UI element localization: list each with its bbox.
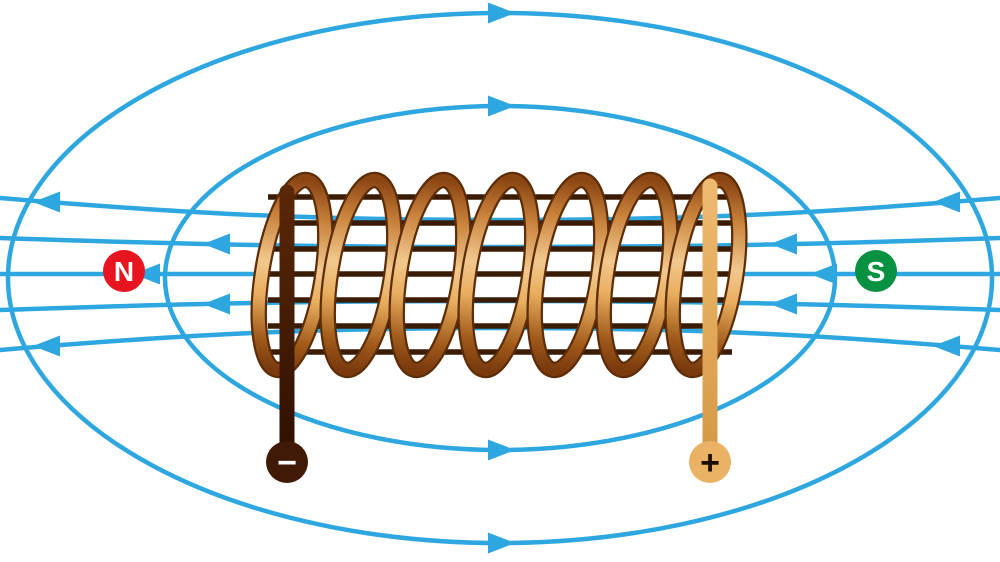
- field-arrow-left: [133, 263, 160, 285]
- field-arrow-left: [770, 293, 797, 315]
- north-pole-badge: N: [103, 250, 145, 292]
- south-pole-circle: [855, 250, 897, 292]
- positive-terminal-label: +: [700, 444, 720, 482]
- coil-turn: [390, 174, 470, 376]
- field-arrow-left: [933, 191, 960, 213]
- field-arrows-layer: [33, 2, 960, 554]
- field-arrow-right: [488, 439, 515, 461]
- field-arrow-left: [810, 263, 837, 285]
- field-arrow-right: [488, 95, 515, 117]
- field-arrow-left: [770, 233, 797, 255]
- coil-layer: [250, 171, 748, 379]
- coil-turn: [459, 174, 539, 376]
- positive-terminal: +: [689, 441, 731, 483]
- negative-terminal-label: −: [277, 444, 297, 482]
- coil-turn: [666, 174, 746, 376]
- field-arrow-left: [203, 233, 230, 255]
- field-line: [0, 235, 1000, 250]
- north-pole-circle: [103, 250, 145, 292]
- field-arrow-right: [488, 532, 515, 554]
- field-arrow-left: [33, 335, 60, 357]
- field-arrow-right: [488, 2, 515, 24]
- field-line: [0, 195, 1000, 223]
- coil-turn: [321, 174, 401, 376]
- negative-terminal-circle: [266, 441, 308, 483]
- field-arrow-left: [933, 335, 960, 357]
- field-arrow-left: [33, 191, 60, 213]
- coil-turn: [528, 174, 608, 376]
- field-arrow-left: [203, 293, 230, 315]
- positive-terminal-circle: [689, 441, 731, 483]
- south-pole-badge: S: [855, 250, 897, 292]
- wire-layer: [279, 178, 718, 460]
- coil-turn: [597, 174, 677, 376]
- coil-turn: [252, 174, 332, 376]
- negative-terminal: −: [266, 441, 308, 483]
- south-pole-label: S: [867, 256, 886, 287]
- north-pole-label: N: [114, 256, 134, 287]
